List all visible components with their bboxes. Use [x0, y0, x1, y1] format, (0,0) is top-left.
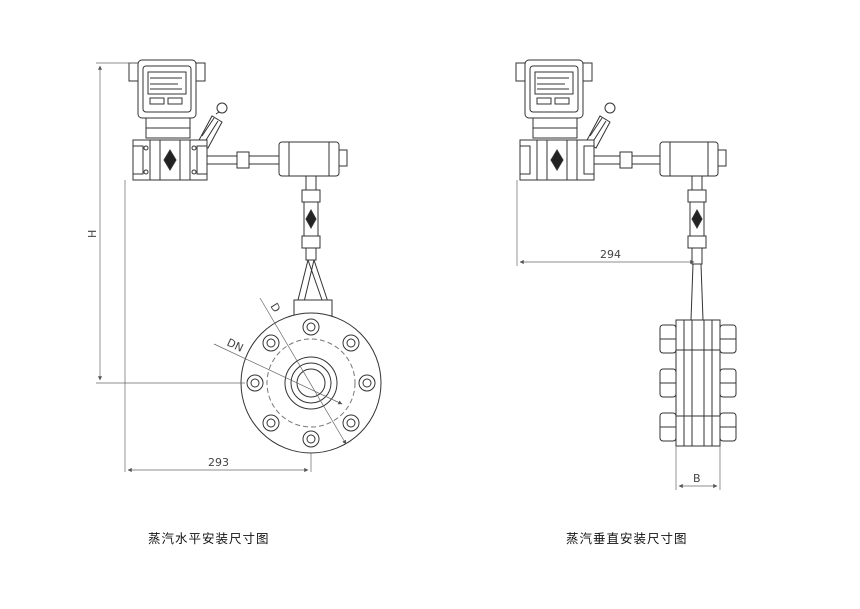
dim-width-label-left: 293 — [208, 456, 229, 469]
vertical-pipe-right — [687, 175, 707, 321]
left-view: H 293 DN D — [86, 59, 382, 473]
sensor-body-left — [132, 139, 208, 181]
impulse-pipe-left — [206, 151, 280, 169]
impulse-pipe-right — [593, 151, 661, 169]
dimension-lines-right — [516, 180, 721, 490]
condenser-pot-left — [278, 141, 348, 177]
flange-bolts — [246, 318, 376, 448]
transmitter-head-right — [515, 59, 593, 139]
sensor-body-right — [519, 139, 595, 181]
dimension-lines-left — [96, 62, 347, 473]
dim-height-label: H — [86, 230, 99, 238]
dim-offset-label: 294 — [600, 248, 621, 261]
flange-side-view — [659, 319, 737, 447]
caption-vertical-install: 蒸汽垂直安装尺寸图 — [566, 531, 688, 546]
caption-horizontal-install: 蒸汽水平安装尺寸图 — [148, 531, 270, 546]
dim-bore-label: DN — [225, 336, 246, 355]
vertical-pipe-left — [293, 175, 333, 319]
transmitter-head-left — [128, 59, 206, 139]
condenser-pot-right — [659, 141, 727, 177]
dim-thickness-label: B — [693, 472, 701, 485]
dim-outer-label: D — [267, 301, 283, 315]
right-view: 294 B — [515, 59, 737, 490]
